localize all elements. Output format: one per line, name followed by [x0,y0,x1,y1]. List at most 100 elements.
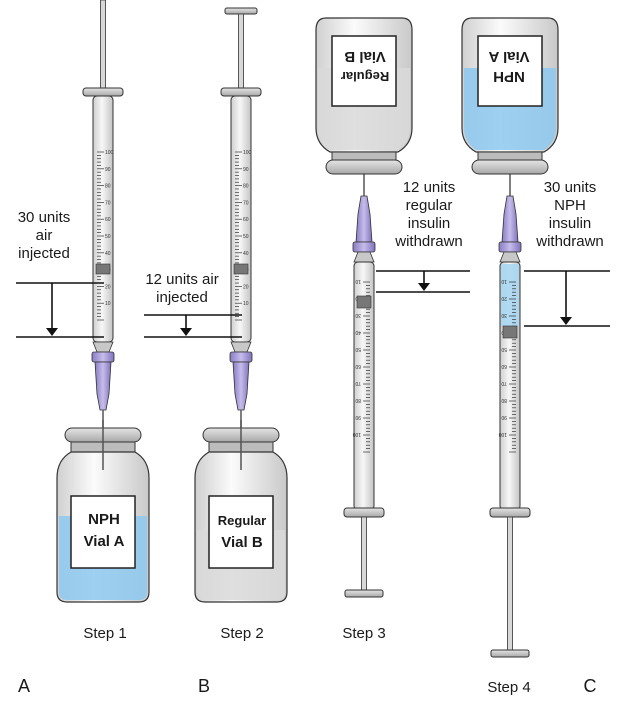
plunger-stopper [356,295,372,309]
scale-number: 40 [105,251,111,257]
insulin-fluid [501,264,519,326]
vial-b-inverted-label-line: Vial B [344,48,386,65]
scale-number: 90 [105,167,111,173]
barrel-tip [230,341,252,353]
needle-hub [498,241,522,253]
scale-number: 80 [105,184,111,190]
measure-marker [16,282,104,338]
measure-marker [144,314,242,338]
scale-number: 100 [243,150,252,156]
measure-marker [524,270,610,327]
scale-number: 60 [355,363,361,369]
vial-a-inverted-label: NPH Vial A [478,46,540,86]
scale-number: 40 [243,251,249,257]
barrel-tip [92,341,114,353]
scale-number: 10 [105,301,111,307]
finger-flange [489,507,531,518]
finger-flange [343,507,385,518]
needle-hub [91,351,115,363]
step3-annotation-line: 12 units [402,179,456,196]
plunger-rod [361,516,367,591]
scale-number: 50 [105,234,111,240]
step3-caption: Step 3 [342,625,386,642]
vial-label-panel [70,495,136,569]
needle-hub [501,195,519,243]
vial-label-panel [208,495,274,569]
vial-group [56,17,559,603]
scale-number: 70 [501,380,507,386]
scale-number: 100 [498,431,507,437]
step1-annotation: 30 units air injected [4,209,84,263]
needle-hub [94,361,112,411]
measure-marker [376,270,470,293]
step3-annotation-line: withdrawn [395,233,463,250]
scale-number: 100 [105,150,114,156]
scale-number: 70 [105,200,111,206]
measure-arrowhead [560,317,572,325]
measurement-markers [16,270,610,338]
scale-number: 100 [352,431,361,437]
scale-number: 50 [501,346,507,352]
step1-annotation-line: injected [18,245,70,262]
scale-number: 70 [355,380,361,386]
syringe: 100908070605040302010 [220,7,262,470]
step4-annotation: 30 units NPH insulin withdrawn [524,179,616,251]
scale-number: 10 [355,278,361,284]
syringe: 100908070605040302010 [82,0,124,470]
vial [461,17,559,175]
scale-number: 30 [501,312,507,318]
vial-neck [331,151,397,161]
plunger-stopper [233,263,249,275]
scale-number: 80 [501,397,507,403]
vial-a-inverted-label-line: NPH [493,68,525,85]
panel-label-b: B [197,676,210,696]
step4-annotation-line: withdrawn [536,233,604,250]
vial [56,420,150,603]
plunger-rod [238,13,244,99]
step3-annotation-line: insulin [407,215,451,232]
vial-b-label: Regular Vial B [210,510,274,554]
scale-number: 70 [243,200,249,206]
panel-label-a: A [17,676,30,696]
step4-annotation-line: 30 units [543,179,597,196]
barrel-tip [353,251,375,263]
step3-annotation: 12 units regular insulin withdrawn [383,179,475,251]
vial-a-inverted-label-line: Vial A [488,48,530,65]
plunger-rod [507,516,513,651]
needle-hub [232,361,250,411]
vial [315,17,413,175]
scale-number: 40 [355,329,361,335]
vial-b-label-line: Regular [217,513,267,528]
scale-number: 90 [243,167,249,173]
scale-number: 90 [355,414,361,420]
step4-caption: Step 4 [487,679,531,696]
scale-number: 50 [243,234,249,240]
scale-number: 60 [105,217,111,223]
vial-b-inverted-label: Regular Vial B [333,46,397,86]
scale-number: 10 [501,278,507,284]
scale-number: 20 [105,284,111,290]
step3-annotation-line: regular [405,197,453,214]
step2-annotation-line: 12 units air [145,271,219,288]
plunger-handle [490,649,530,658]
scale-number: 80 [355,397,361,403]
finger-flange [220,87,262,97]
plunger-stopper [95,263,111,275]
step4-annotation-line: NPH [554,197,586,214]
needle-hub [229,351,253,363]
measure-arrowhead [418,283,430,291]
measure-arrowhead [46,328,58,336]
plunger-stopper [502,325,518,339]
syringe: 102030405060708090100 [489,120,531,658]
vial-neck [477,151,543,161]
vial [194,420,288,603]
syringe: 102030405060708090100 [343,120,385,598]
vial-label-panel [477,35,543,107]
scale-number: 30 [355,312,361,318]
step1-caption: Step 1 [83,625,127,642]
vial-cap [325,159,403,175]
vial-b-label-line: Vial B [221,534,263,551]
scale-number: 20 [501,295,507,301]
step2-annotation-line: injected [156,289,208,306]
